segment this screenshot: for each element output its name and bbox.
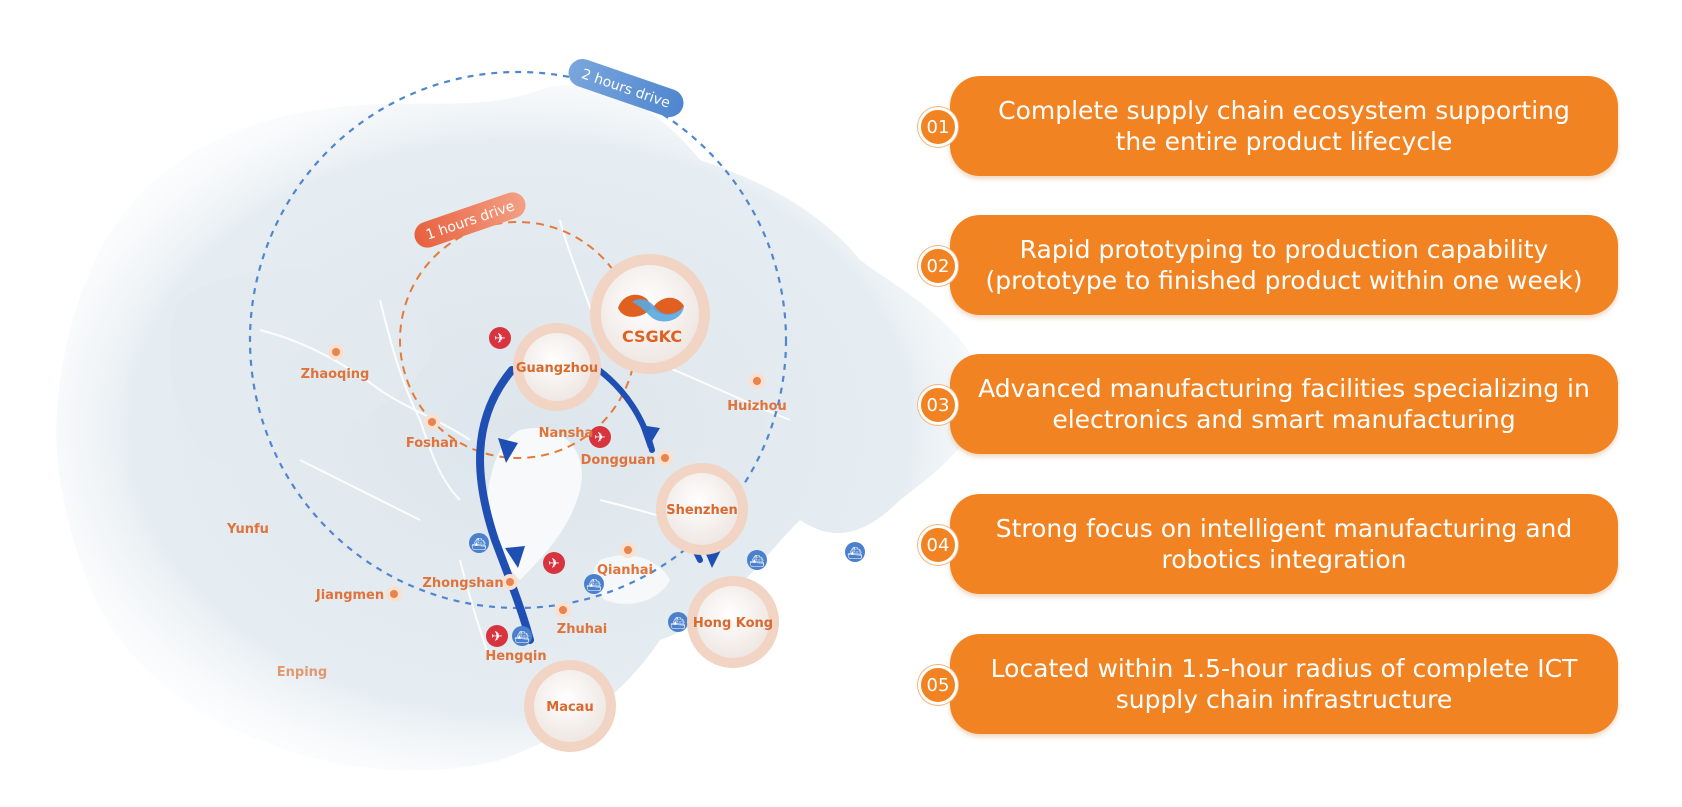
greater-bay-area-map: 2 hours drive 1 hours drive ✈ ✈ ✈ ✈ ⛴ ⛴ [56, 59, 986, 771]
svg-text:⛴: ⛴ [749, 554, 764, 568]
port-icon-huizhou: ⛴ [845, 542, 865, 562]
city-label-zhuhai: Zhuhai [557, 622, 607, 637]
city-label-hengqin: Hengqin [485, 649, 546, 664]
hub-label-hong-kong: Hong Kong [693, 616, 773, 631]
land-mass [56, 84, 986, 771]
city-marker-zhongshan [502, 574, 518, 590]
port-icon-hongkong: ⛴ [668, 612, 688, 632]
feature-text: Advanced manufacturing facilities specia… [978, 374, 1590, 434]
port-icon-shenzhen-east: ⛴ [747, 550, 767, 570]
arrow-to-shenzhen [640, 425, 660, 448]
city-marker-qianhai [620, 542, 636, 558]
feature-number-badge: 04 [918, 525, 958, 565]
city-label-yunfu: Yunfu [226, 522, 269, 537]
hub-hong-kong: Hong Kong [687, 576, 779, 668]
hub-guangzhou: Guangzhou [513, 323, 601, 411]
hub-macau: Macau [524, 660, 616, 752]
feature-list: Complete supply chain ecosystem supporti… [918, 76, 1618, 742]
feature-item-01: Complete supply chain ecosystem supporti… [918, 76, 1618, 176]
feature-card: Strong focus on intelligent manufacturin… [950, 494, 1618, 594]
city-labels: Zhaoqing Foshan Huizhou Nansha Dongguan … [226, 367, 787, 680]
city-marker-huizhou [749, 373, 765, 389]
city-label-qianhai: Qianhai [597, 563, 653, 578]
feature-item-02: Rapid prototyping to production capabili… [918, 215, 1618, 315]
arrow-midway-macau [498, 438, 518, 463]
city-marker-foshan [424, 414, 440, 430]
city-marker-zhaoqing [328, 344, 344, 360]
port-icon-hengqin: ⛴ [512, 626, 532, 646]
city-label-enping: Enping [277, 665, 327, 680]
csgkc-logo-icon [618, 294, 684, 322]
route-guangzhou-macau [476, 366, 534, 644]
svg-text:⛴: ⛴ [670, 616, 685, 630]
airport-icon-zhuhai: ✈ [486, 625, 508, 647]
city-marker-jiangmen [386, 586, 402, 602]
city-marker-zhuhai [555, 602, 571, 618]
feature-text: Complete supply chain ecosystem supporti… [998, 96, 1570, 156]
svg-text:✈: ✈ [548, 556, 560, 572]
city-label-foshan: Foshan [406, 436, 458, 451]
feature-card: Complete supply chain ecosystem supporti… [950, 76, 1618, 176]
arrow-to-macau [505, 546, 525, 568]
feature-item-05: Located within 1.5-hour radius of comple… [918, 634, 1618, 734]
city-label-dongguan: Dongguan [581, 453, 656, 468]
feature-card: Located within 1.5-hour radius of comple… [950, 634, 1618, 734]
hub-label-shenzhen: Shenzhen [666, 503, 738, 518]
city-markers [328, 344, 765, 618]
feature-number-badge: 02 [918, 246, 958, 286]
svg-text:⛴: ⛴ [471, 537, 486, 551]
port-icons: ⛴ ⛴ ⛴ ⛴ ⛴ ⛴ [469, 533, 865, 646]
svg-text:✈: ✈ [491, 629, 503, 645]
airport-icons: ✈ ✈ ✈ ✈ [486, 327, 611, 647]
feature-number-badge: 05 [918, 665, 958, 705]
csgkc-label: CSGKC [622, 327, 682, 346]
svg-text:⛴: ⛴ [847, 546, 862, 560]
feature-card: Rapid prototyping to production capabili… [950, 215, 1618, 315]
svg-text:⛴: ⛴ [514, 630, 529, 644]
feature-text: Located within 1.5-hour radius of comple… [990, 654, 1578, 714]
hub-csgkc: CSGKC [590, 254, 710, 374]
hub-shenzhen: Shenzhen [656, 463, 748, 555]
city-label-jiangmen: Jiangmen [315, 588, 384, 603]
city-label-zhongshan: Zhongshan [422, 576, 503, 591]
feature-number-badge: 01 [918, 107, 958, 147]
svg-text:✈: ✈ [494, 331, 506, 347]
airport-icon-shenzhen: ✈ [589, 426, 611, 448]
svg-text:⛴: ⛴ [586, 578, 601, 592]
port-icon-qianhai: ⛴ [584, 574, 604, 594]
port-icon-zhongshan: ⛴ [469, 533, 489, 553]
city-label-zhaoqing: Zhaoqing [301, 367, 370, 382]
feature-number-badge: 03 [918, 385, 958, 425]
feature-item-04: Strong focus on intelligent manufacturin… [918, 494, 1618, 594]
airport-icon-zhongshan: ✈ [543, 552, 565, 574]
hub-label-macau: Macau [546, 700, 593, 715]
feature-card: Advanced manufacturing facilities specia… [950, 354, 1618, 454]
city-marker-dongguan [657, 450, 673, 466]
hub-label-guangzhou: Guangzhou [516, 361, 598, 376]
feature-text: Strong focus on intelligent manufacturin… [995, 514, 1573, 574]
city-label-nansha: Nansha [539, 426, 594, 441]
svg-text:✈: ✈ [594, 430, 606, 446]
airport-icon-guangzhou: ✈ [489, 327, 511, 349]
feature-text: Rapid prototyping to production capabili… [985, 235, 1583, 295]
city-label-huizhou: Huizhou [727, 399, 787, 414]
feature-item-03: Advanced manufacturing facilities specia… [918, 354, 1618, 454]
